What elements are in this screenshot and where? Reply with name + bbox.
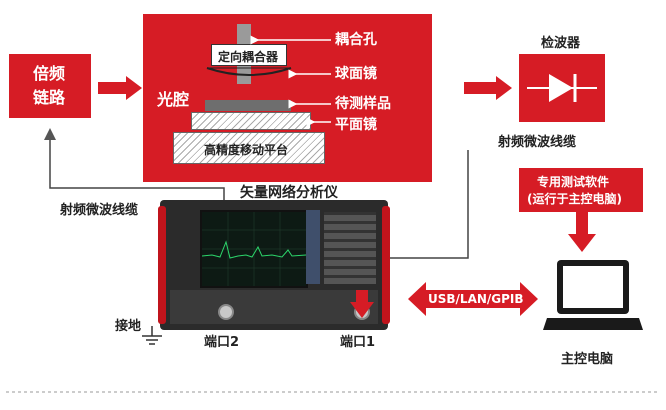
vna-handle-left [158,206,166,324]
port2-connector [218,304,234,320]
vna-lower-panel [170,290,378,324]
precision-stage: 高精度移动平台 [173,132,325,164]
software-line1: 专用测试软件 [537,175,610,189]
diode-icon [527,74,597,102]
ground-label: 接地 [115,319,142,334]
ground-icon [142,326,162,345]
detector-box [519,54,605,122]
stage-label: 高精度移动平台 [204,143,289,157]
vna-keypad [324,212,376,284]
vna-instrument [158,200,390,330]
vna-trace [201,212,307,286]
cavity-leaders [250,35,331,127]
flat-mirror-label: 平面镜 [335,117,377,133]
source-label-1: 倍频 [33,64,66,83]
vna-softkeys [306,210,320,284]
spherical-mirror [206,67,292,76]
sample [205,100,291,111]
source-chain-box: 倍频 链路 [9,54,91,118]
arrow-into-port1 [350,290,374,318]
vna-screen [200,210,308,288]
laptop-icon [543,260,643,330]
usb-link-label: USB/LAN/GPIB [428,292,524,306]
source-label-2: 链路 [33,88,66,107]
spherical-mirror-label: 球面镜 [335,66,377,82]
software-box: 专用测试软件 (运行于主控电脑) [519,168,643,212]
coupler-label: 定向耦合器 [218,50,279,64]
sample-label: 待测样品 [335,96,391,112]
vna-handle-right [382,206,390,324]
vna-title: 矢量网络分析仪 [240,185,338,201]
usb-link-arrow [408,282,538,316]
optical-cavity-box: 光腔 定向耦合器 高精度移动平台 耦合孔 球面镜 待测样品 平面镜 [143,14,432,182]
arrow-software-to-pc [568,212,596,252]
cavity-label: 光腔 [157,90,190,109]
software-line2: (运行于主控电脑) [527,192,622,206]
directional-coupler: 定向耦合器 [211,44,287,66]
arrow-cavity-to-detector [464,76,512,100]
arrow-source-to-cavity [98,76,142,100]
detector-cable-label: 射频微波线缆 [498,135,577,150]
detector-title: 检波器 [541,36,581,51]
vna-cable-label: 射频微波线缆 [60,203,139,218]
coupling-hole-label: 耦合孔 [335,32,377,48]
port2-label: 端口2 [204,335,240,350]
port1-label: 端口1 [340,335,376,350]
pc-label: 主控电脑 [561,352,614,367]
